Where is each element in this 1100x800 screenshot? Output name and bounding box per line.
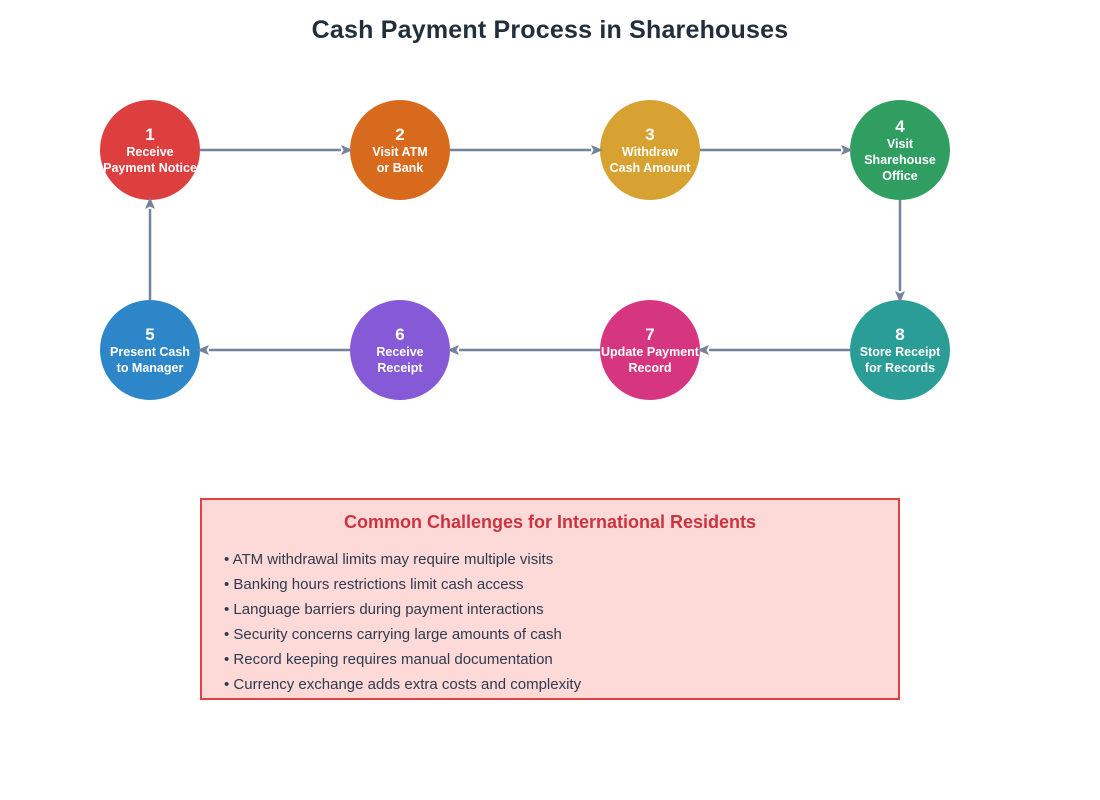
- process-step-7: 7 Update Payment Record: [600, 300, 700, 400]
- step-label: Visit ATM or Bank: [372, 144, 428, 175]
- page-title: Cash Payment Process in Sharehouses: [311, 16, 789, 44]
- step-number: 7: [645, 324, 655, 344]
- process-step-2: 2 Visit ATM or Bank: [350, 100, 450, 200]
- step-number: 5: [145, 324, 155, 344]
- challenges-box: Common Challenges for International Resi…: [200, 498, 900, 700]
- challenge-item: • Record keeping requires manual documen…: [224, 651, 553, 668]
- step-label: Store Receipt for Records: [859, 344, 941, 375]
- process-step-4: 4 Visit Sharehouse Office: [850, 100, 950, 200]
- process-step-3: 3 Withdraw Cash Amount: [600, 100, 700, 200]
- process-step-5: 5 Present Cash to Manager: [100, 300, 200, 400]
- flow-arrows: [145, 145, 905, 355]
- step-number: 2: [395, 124, 405, 144]
- challenge-item: • Currency exchange adds extra costs and…: [224, 676, 582, 693]
- challenge-item: • Language barriers during payment inter…: [224, 601, 544, 618]
- step-number: 6: [395, 324, 405, 344]
- challenge-item: • ATM withdrawal limits may require mult…: [224, 551, 554, 568]
- step-number: 8: [895, 324, 905, 344]
- process-step-6: 6 Receive Receipt: [350, 300, 450, 400]
- challenges-list: • ATM withdrawal limits may require mult…: [202, 547, 898, 697]
- step-label: Receive Receipt: [376, 344, 424, 375]
- challenges-title: Common Challenges for International Resi…: [343, 512, 757, 532]
- step-label: Update Payment Record: [601, 344, 699, 375]
- challenge-item: • Banking hours restrictions limit cash …: [224, 576, 524, 593]
- step-label: Visit Sharehouse Office: [864, 136, 936, 183]
- step-label: Present Cash to Manager: [110, 344, 190, 375]
- step-number: 4: [895, 116, 905, 136]
- process-step-1: 1 Receive Payment Notice: [100, 100, 200, 200]
- step-number: 1: [145, 124, 155, 144]
- process-step-8: 8 Store Receipt for Records: [850, 300, 950, 400]
- challenge-item: • Security concerns carrying large amoun…: [224, 626, 562, 643]
- step-number: 3: [645, 124, 655, 144]
- step-label: Receive Payment Notice: [103, 144, 197, 175]
- step-label: Withdraw Cash Amount: [609, 144, 691, 175]
